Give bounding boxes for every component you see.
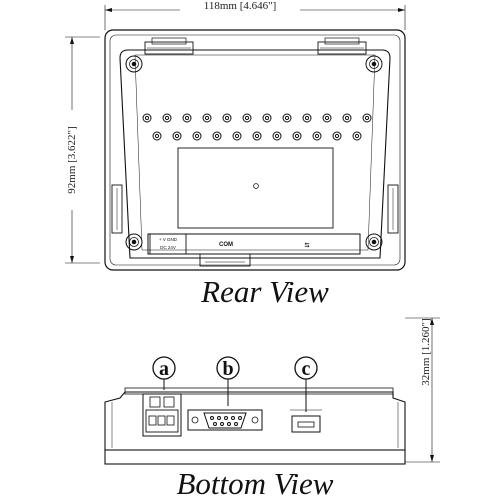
power-label-bottom: DC 24V: [160, 245, 176, 250]
serial-port: [187, 409, 263, 431]
vent-holes-row-2: [152, 131, 362, 141]
marker-c-letter: c: [302, 358, 311, 380]
width-dimension-label: 118mm [4.646"]: [204, 0, 277, 12]
height-dimension: 92mm [3.622"]: [65, 36, 100, 264]
marker-c: c: [294, 356, 318, 412]
depth-dimension-label: 32mm [1.260"]: [420, 318, 432, 385]
screw-bottom-right: [365, 233, 383, 251]
marker-b: b: [216, 356, 240, 406]
power-label-top: + V GND: [159, 237, 178, 242]
rear-serial-connector: [199, 253, 251, 267]
marker-a: a: [152, 356, 176, 390]
left-side-clip: [111, 184, 123, 234]
marker-a-letter: a: [159, 358, 169, 380]
marker-b-letter: b: [222, 358, 233, 380]
screw-top-right: [365, 55, 383, 73]
depth-dimension: 32mm [1.260"]: [405, 317, 440, 463]
rear-bezel-outer: [104, 29, 406, 271]
bottom-bezel: [104, 449, 406, 465]
bottom-view: 32mm [1.260"]: [104, 317, 440, 465]
bottom-view-title: Bottom View: [177, 466, 334, 500]
power-connector-rear: [149, 233, 187, 255]
vent-holes-row-1: [142, 113, 372, 123]
rear-housing: [119, 49, 391, 259]
power-terminal: [142, 393, 182, 437]
right-side-clip: [387, 184, 399, 234]
screw-top-left: [125, 55, 143, 73]
height-dimension-label: 92mm [3.622"]: [66, 126, 78, 193]
com-label: COM: [219, 242, 233, 248]
rear-view: 118mm [4.646"] 92mm [3.622"]: [65, 0, 406, 271]
top-left-clip: [144, 37, 194, 55]
screw-bottom-left: [125, 233, 143, 251]
connector-strip: [147, 233, 361, 255]
rear-bezel-inner: [109, 34, 401, 266]
label-panel-hole: [253, 183, 259, 189]
rear-view-title: Rear View: [200, 274, 329, 309]
usb-label: ⮀: [305, 242, 310, 249]
top-right-clip: [317, 37, 367, 55]
usb-port: [290, 409, 322, 433]
width-dimension: 118mm [4.646"]: [104, 0, 406, 30]
label-panel: [177, 147, 334, 229]
